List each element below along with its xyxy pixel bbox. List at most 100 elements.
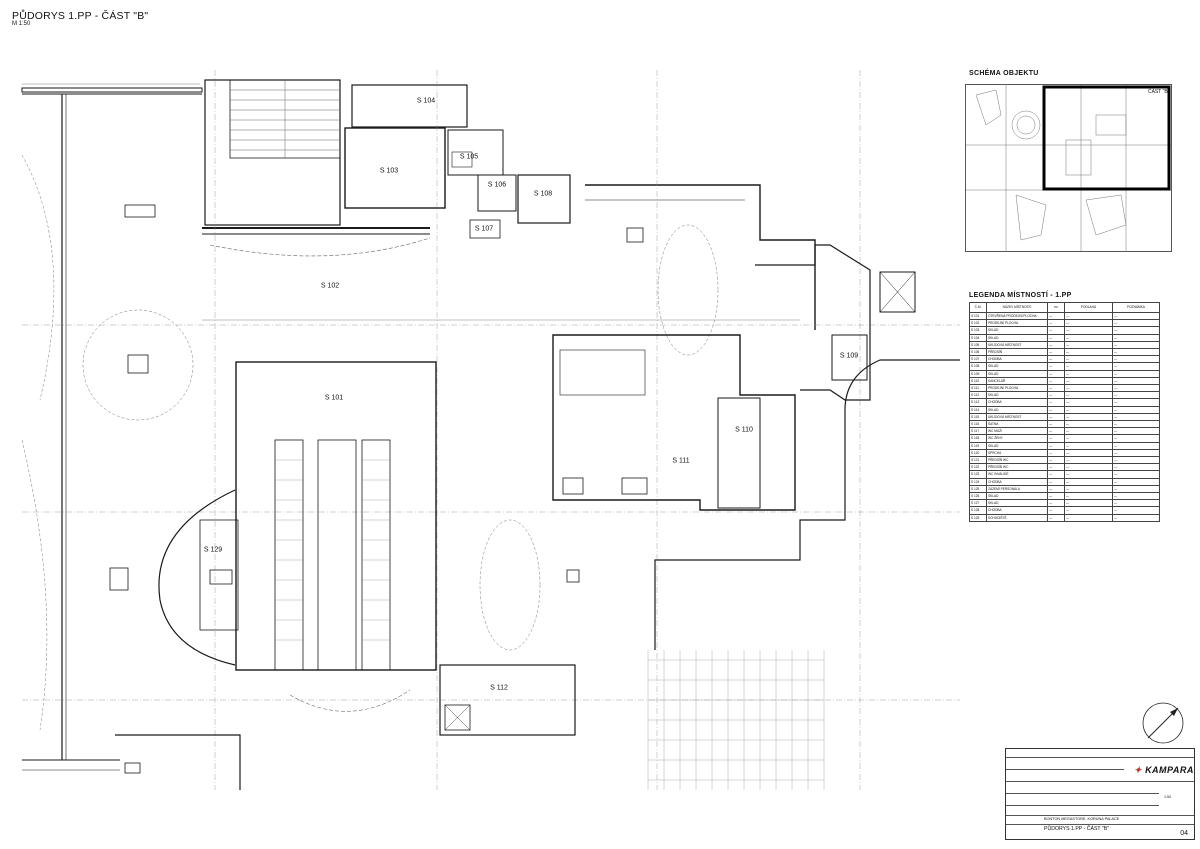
title-block-divider: [1006, 757, 1194, 758]
legend-cell: SKLAD: [986, 333, 1048, 342]
legend-cell: —: [1112, 384, 1160, 393]
legend-cell: SKLAD: [986, 405, 1048, 414]
legend-cell: —: [1047, 376, 1065, 386]
legend-cell: S 102: [969, 319, 987, 328]
legend-cell: —: [1047, 441, 1065, 450]
schema-key-plan-drawing: [966, 85, 1171, 251]
legend-cell: —: [1047, 398, 1065, 407]
legend-cell: PŘEDSÍŇ WC: [986, 463, 1048, 472]
legend-cell: —: [1047, 348, 1065, 357]
legend-cell: —: [1112, 333, 1160, 342]
legend-cell: S 123: [969, 470, 987, 479]
legend-cell: —: [1064, 456, 1113, 465]
legend-cell: —: [1064, 348, 1113, 357]
legend-cell: —: [1112, 398, 1160, 407]
legend-cell: —: [1112, 427, 1160, 436]
legend-cell: —: [1047, 420, 1065, 429]
legend-cell: —: [1112, 340, 1160, 350]
room-s112-label: S 112: [490, 684, 508, 692]
schema-title: SCHÉMA OBJEKTU: [969, 70, 1039, 77]
legend-cell: —: [1112, 470, 1160, 479]
sheet-title: PŮDORYS 1.PP - ČÁST "B": [12, 10, 149, 22]
legend-cell: S 110: [969, 376, 987, 386]
legend-cell: —: [1064, 369, 1113, 378]
legend-cell: WC INVALIDÉ: [986, 470, 1048, 479]
legend-cell: —: [1064, 427, 1113, 436]
legend-cell: —: [1047, 463, 1065, 472]
title-block-divider: [1006, 824, 1194, 825]
legend-cell: —: [1112, 405, 1160, 414]
north-arrow-icon: [1142, 702, 1184, 744]
legend-cell: S 124: [969, 477, 987, 486]
company-logo: ✦ KAMPARA: [1134, 765, 1194, 776]
legend-cell: PŘEDSÍŇ WC: [986, 456, 1048, 465]
legend-cell: —: [1047, 427, 1065, 436]
legend-cell: —: [1047, 326, 1065, 335]
legend-cell: —: [1112, 369, 1160, 378]
legend-cell: —: [1064, 448, 1113, 458]
legend-cell: —: [1047, 333, 1065, 342]
room-s108-label: S 108: [533, 190, 553, 198]
legend-cell: —: [1064, 398, 1113, 407]
legend-cell: SKLAD: [986, 391, 1048, 400]
room-s105-label: S 105: [459, 153, 479, 161]
legend-cell: PRODEJNÍ PLOCHA: [986, 319, 1048, 328]
legend-cell: —: [1112, 448, 1160, 458]
room-s103-label: S 103: [379, 167, 399, 175]
floor-plan-linework: [21, 70, 960, 790]
title-block: ✦ KAMPARA BONTON MEGASTORE, KORUNA PALAC…: [1005, 748, 1195, 840]
room-s106-label: S 106: [487, 181, 507, 189]
legend-cell: SKLAD: [986, 499, 1048, 508]
room-s109-label: S 109: [839, 352, 859, 360]
legend-cell: —: [1112, 376, 1160, 386]
legend-cell: —: [1064, 477, 1113, 486]
room-s110-label: S 110: [735, 426, 753, 434]
legend-cell: —: [1112, 311, 1160, 321]
legend-header-cell: PODLAHA: [1064, 302, 1113, 313]
legend-cell: —: [1064, 319, 1113, 328]
legend-cell: S 114: [969, 405, 987, 414]
legend-cell: —: [1112, 456, 1160, 465]
legend-cell: S 119: [969, 441, 987, 450]
legend-cell: —: [1112, 506, 1160, 515]
legend-title: LEGENDA MÍSTNOSTÍ - 1.PP: [969, 292, 1072, 299]
room-legend-table: Č.M. NÁZEV MÍSTNOSTI m² PODLAHA POZNÁMKA…: [969, 302, 1160, 522]
legend-cell: OTEVŘENÁ PRODEJNÍ PLOCHA: [986, 311, 1048, 321]
legend-cell: ŠATNA: [986, 420, 1048, 429]
legend-cell: SKLAD: [986, 362, 1048, 371]
company-name: KAMPARA: [1145, 765, 1194, 775]
legend-cell: —: [1047, 484, 1065, 494]
room-s102-label: S 102: [320, 282, 340, 290]
legend-cell: S 101: [969, 311, 987, 321]
legend-cell: —: [1064, 311, 1113, 321]
schema-part-label: ČÁST "B": [1148, 89, 1170, 95]
room-s129-label: S 129: [203, 546, 223, 554]
legend-cell: CHODBA: [986, 398, 1048, 407]
legend-cell: PRODEJNÍ PLOCHA: [986, 384, 1048, 393]
legend-cell: —: [1047, 362, 1065, 371]
logo-mark-icon: ✦: [1134, 765, 1143, 775]
legend-cell: —: [1064, 326, 1113, 335]
room-s101-label: S 101: [324, 394, 344, 402]
legend-cell: ÚKLIDOVÁ MÍSTNOST: [986, 412, 1048, 422]
legend-cell: S 107: [969, 355, 987, 364]
legend-cell: S 121: [969, 456, 987, 465]
legend-cell: —: [1112, 513, 1160, 522]
legend-cell: —: [1064, 340, 1113, 350]
legend-cell: —: [1047, 499, 1065, 508]
room-s111-label: S 111: [672, 457, 690, 465]
legend-cell: S 112: [969, 391, 987, 400]
legend-cell: —: [1047, 506, 1065, 515]
legend-cell: —: [1112, 420, 1160, 429]
legend-cell: —: [1064, 506, 1113, 515]
